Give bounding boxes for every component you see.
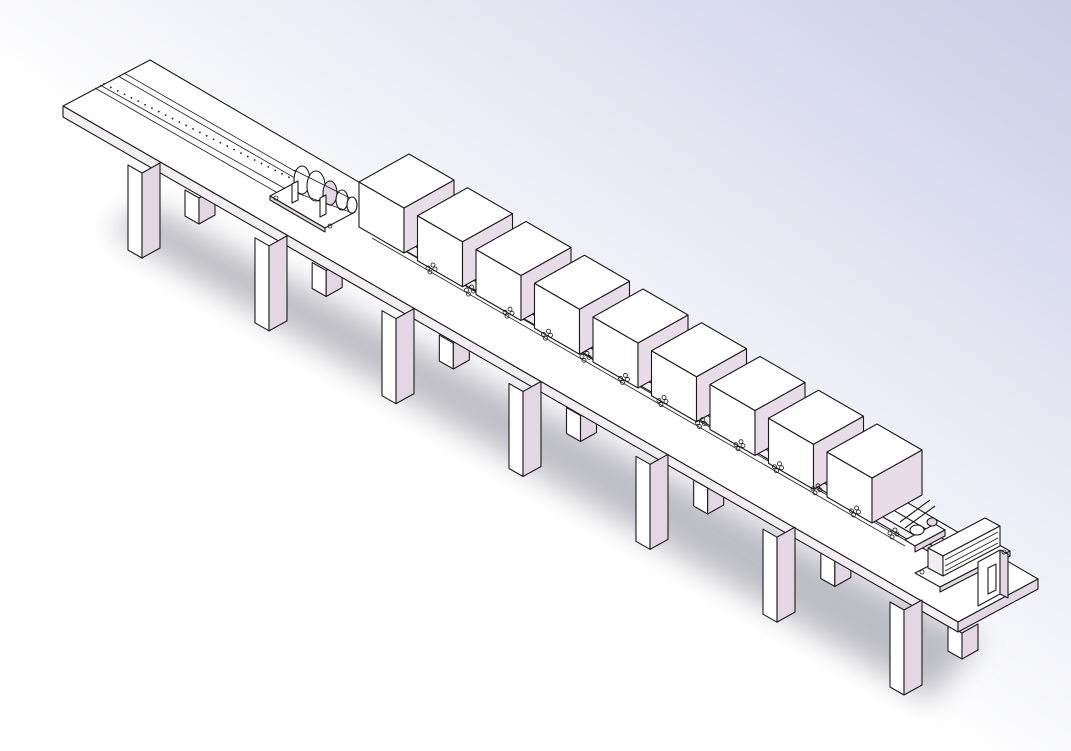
bolt-pair — [887, 527, 900, 540]
bolt-pair — [772, 461, 784, 474]
bolt-pair — [695, 417, 707, 429]
front-leg-row — [127, 162, 923, 696]
front-leg — [127, 162, 161, 259]
front-leg — [381, 308, 415, 405]
bolt-pair — [425, 262, 438, 275]
motor-assembly — [269, 165, 358, 233]
cylinder-end-plate — [977, 549, 1009, 607]
bolt-pair — [464, 284, 476, 297]
bolt-row — [425, 262, 900, 540]
bolt-pair — [656, 395, 669, 407]
front-leg — [635, 453, 669, 550]
bolt-pair — [579, 350, 592, 363]
front-leg — [254, 235, 288, 332]
pneumatic-cylinder — [927, 517, 1001, 577]
gripper-assembly — [899, 499, 1011, 607]
bolt-pair — [733, 439, 746, 452]
bolt-pair — [849, 505, 861, 518]
table-top-end-edge — [957, 578, 1039, 633]
bolt-pair — [618, 373, 630, 385]
box — [826, 423, 923, 524]
bolt-pair — [541, 328, 553, 341]
front-leg — [889, 599, 923, 696]
front-leg — [508, 380, 542, 478]
gripper-arm — [899, 499, 938, 536]
front-leg — [762, 526, 796, 623]
bolt-pair — [502, 306, 515, 319]
bolt-pair — [810, 483, 823, 496]
box-row — [358, 153, 923, 524]
